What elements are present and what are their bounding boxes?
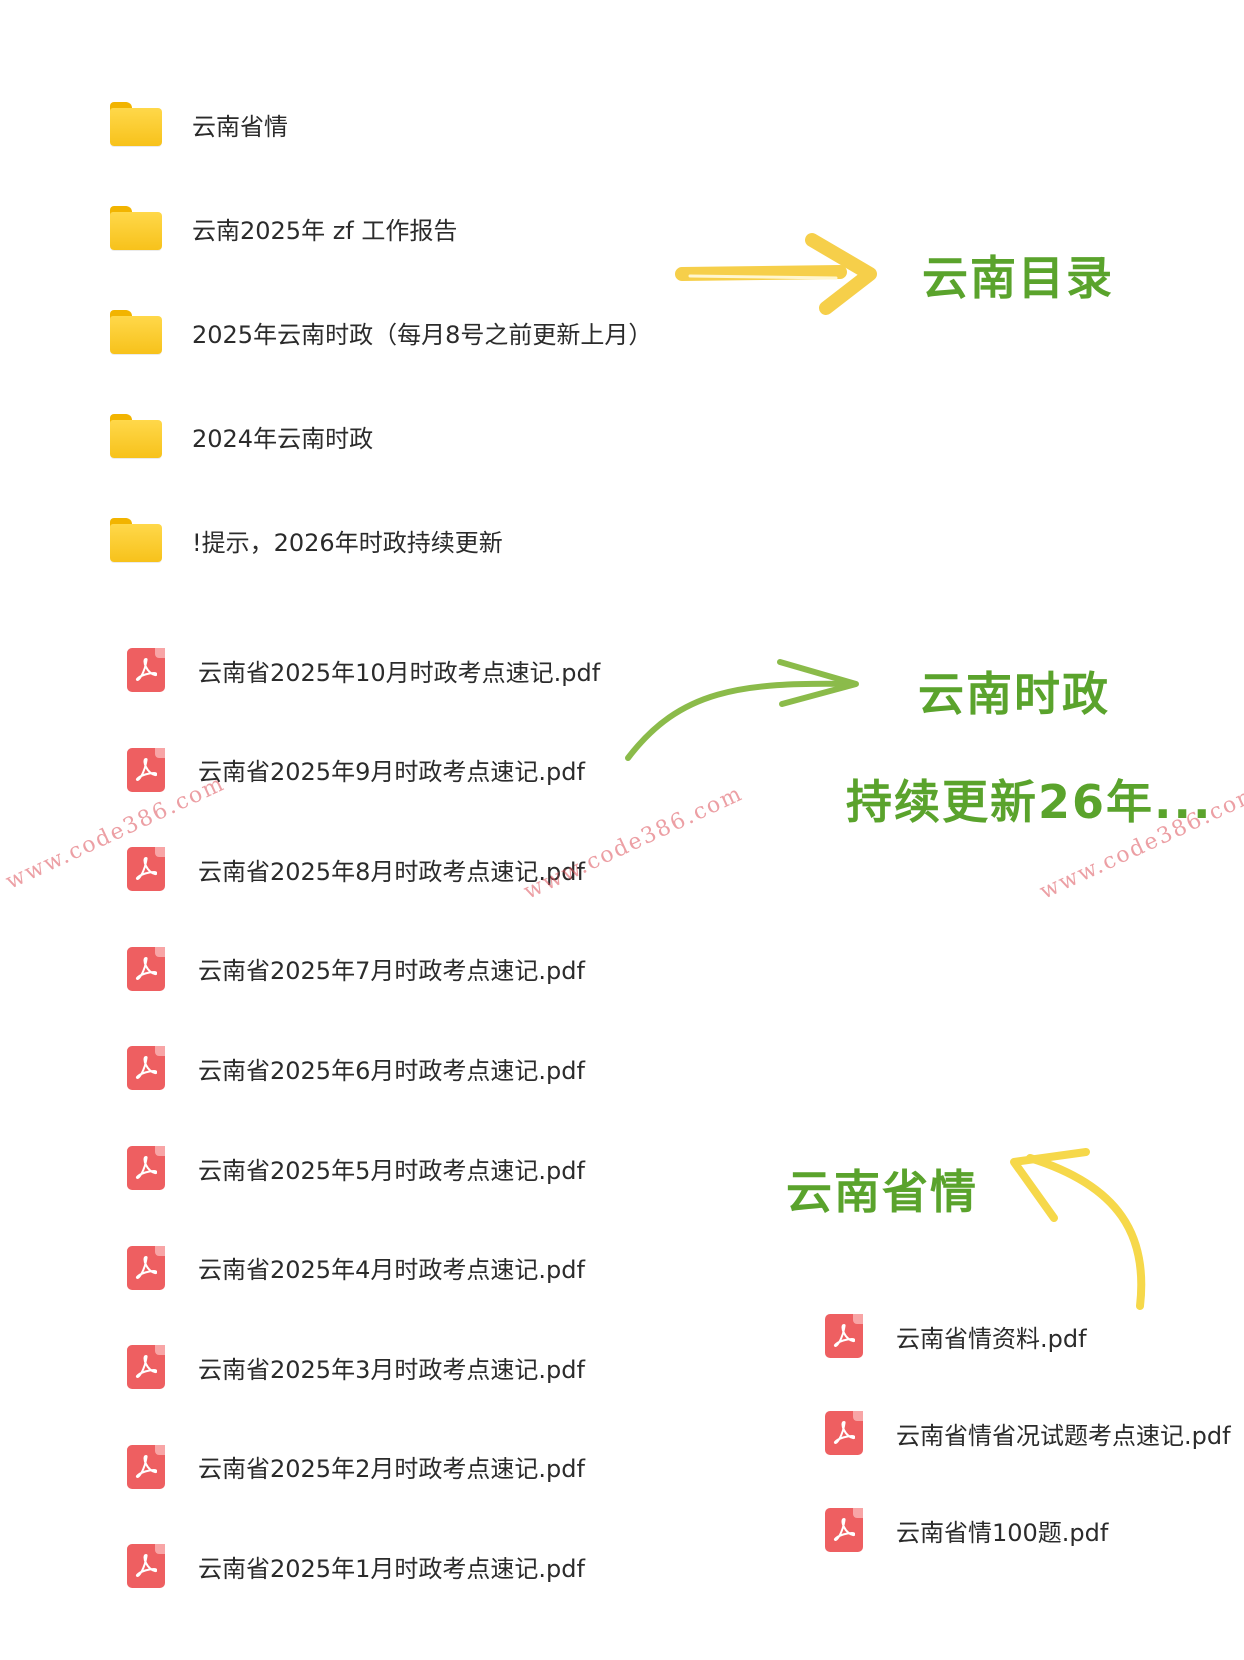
pdf-file-name: 云南省2025年9月时政考点速记.pdf bbox=[198, 758, 585, 787]
annotation-catalog: 云南目录 bbox=[922, 251, 1114, 305]
folder-icon bbox=[110, 310, 162, 354]
annotation-politics: 云南时政 bbox=[918, 667, 1110, 721]
pdf-file-icon bbox=[127, 747, 165, 792]
folder-name: 2024年云南时政 bbox=[192, 424, 374, 453]
arrow-curve-icon bbox=[625, 659, 859, 761]
folder-icon bbox=[110, 414, 162, 458]
pdf-file-icon bbox=[127, 847, 165, 892]
pdf-file-name: 云南省2025年2月时政考点速记.pdf bbox=[198, 1455, 585, 1484]
pdf-file-icon bbox=[825, 1508, 863, 1552]
pdf-file-name: 云南省2025年5月时政考点速记.pdf bbox=[198, 1156, 585, 1185]
pdf-file-name: 云南省情资料.pdf bbox=[896, 1324, 1087, 1353]
folder-icon bbox=[110, 518, 162, 562]
pdf-file-icon bbox=[127, 1444, 165, 1489]
folder-name: 云南省情 bbox=[192, 112, 288, 141]
annotation-updating: 持续更新26年... bbox=[846, 775, 1213, 829]
pdf-file-icon bbox=[127, 1345, 165, 1390]
pdf-file-icon bbox=[127, 1544, 165, 1589]
pdf-file-icon bbox=[825, 1411, 863, 1455]
folder-icon bbox=[110, 206, 162, 250]
pdf-file-icon bbox=[127, 1046, 165, 1091]
pdf-file-name: 云南省2025年7月时政考点速记.pdf bbox=[198, 957, 585, 986]
arrow-right-icon bbox=[675, 233, 877, 315]
annotation-province: 云南省情 bbox=[786, 1165, 978, 1219]
pdf-file-name: 云南省2025年6月时政考点速记.pdf bbox=[198, 1056, 585, 1085]
pdf-file-icon bbox=[127, 946, 165, 991]
pdf-file-icon bbox=[825, 1314, 863, 1358]
pdf-file-name: 云南省2025年1月时政考点速记.pdf bbox=[198, 1554, 585, 1583]
folder-icon bbox=[110, 102, 162, 146]
pdf-file-name: 云南省2025年8月时政考点速记.pdf bbox=[198, 857, 585, 886]
folder-name: 2025年云南时政（每月8号之前更新上月） bbox=[192, 320, 653, 349]
folder-name: 云南2025年 zf 工作报告 bbox=[192, 216, 458, 245]
pdf-file-name: 云南省2025年3月时政考点速记.pdf bbox=[198, 1355, 585, 1384]
pdf-file-name: 云南省2025年10月时政考点速记.pdf bbox=[198, 658, 601, 687]
pdf-file-icon bbox=[127, 1245, 165, 1290]
pdf-file-name: 云南省2025年4月时政考点速记.pdf bbox=[198, 1256, 585, 1285]
pdf-file-name: 云南省情省况试题考点速记.pdf bbox=[896, 1421, 1231, 1450]
folder-name: !提示，2026年时政持续更新 bbox=[192, 528, 503, 557]
pdf-file-name: 云南省情100题.pdf bbox=[896, 1518, 1109, 1547]
pdf-file-icon bbox=[127, 1146, 165, 1190]
arrow-curve-back-icon bbox=[1010, 1148, 1146, 1310]
pdf-file-icon bbox=[127, 648, 165, 692]
